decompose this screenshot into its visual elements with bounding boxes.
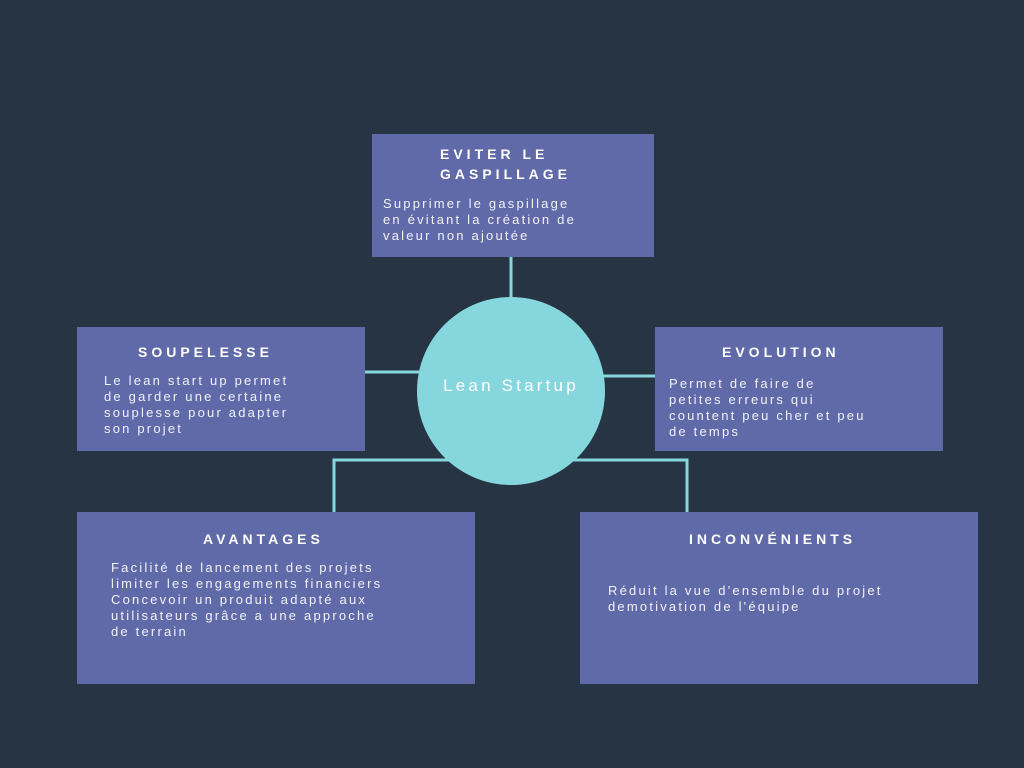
- box-text: Facilité de lancement des projets limite…: [111, 560, 383, 639]
- box-evolution: EVOLUTION Permet de faire de petites err…: [655, 327, 943, 451]
- box-soupelesse: SOUPELESSE Le lean start up permet de ga…: [77, 327, 365, 451]
- connector-bottom-right: [572, 458, 689, 512]
- center-label: Lean Startup: [443, 376, 579, 395]
- box-title: EVITER LE GASPILLAGE: [440, 146, 572, 182]
- box-text: Réduit la vue d'ensemble du projet demot…: [608, 583, 883, 614]
- box-text: Supprimer le gaspillage en évitant la cr…: [383, 196, 577, 243]
- connector-bottom-left: [332, 458, 450, 512]
- box-text: Le lean start up permet de garder une ce…: [104, 373, 289, 436]
- box-title: INCONVÉNIENTS: [689, 531, 857, 547]
- box-eviter-gaspillage: EVITER LE GASPILLAGE Supprimer le gaspil…: [372, 134, 654, 257]
- center-circle: Lean Startup: [417, 297, 605, 485]
- box-title: SOUPELESSE: [138, 344, 273, 360]
- box-avantages: AVANTAGES Facilité de lancement des proj…: [77, 512, 475, 684]
- box-title: AVANTAGES: [203, 531, 324, 547]
- box-title: EVOLUTION: [722, 344, 840, 360]
- box-inconvenients: INCONVÉNIENTS Réduit la vue d'ensemble d…: [580, 512, 978, 684]
- box-text: Permet de faire de petites erreurs qui c…: [669, 376, 866, 439]
